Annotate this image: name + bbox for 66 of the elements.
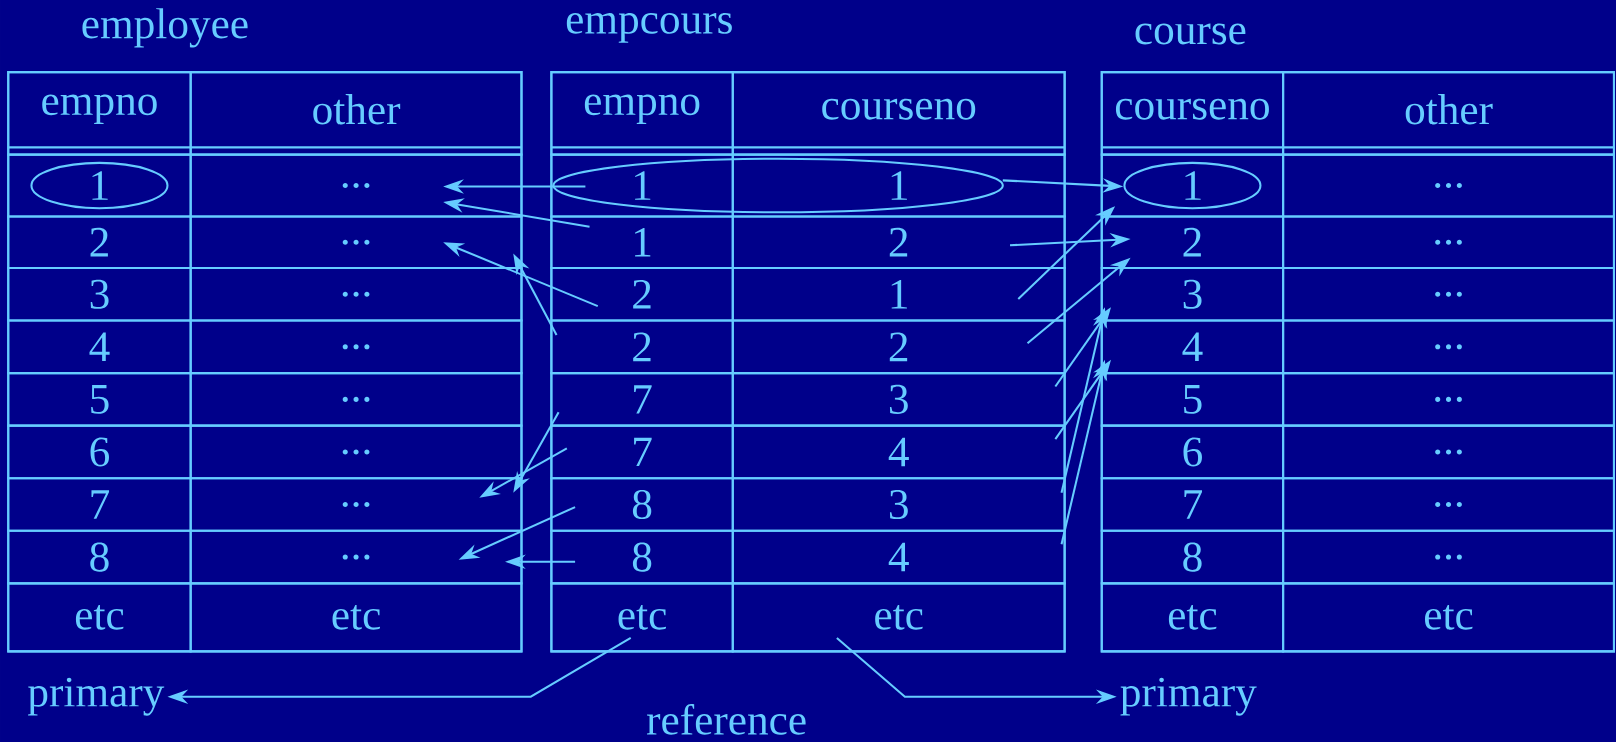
table-cell: etc bbox=[189, 582, 523, 653]
table-cell: ... bbox=[1282, 153, 1615, 218]
table-cell: 2 bbox=[731, 319, 1066, 375]
table-cell: etc bbox=[1282, 582, 1615, 653]
table-cell: 2 bbox=[550, 266, 734, 322]
table-cell: 3 bbox=[7, 266, 192, 322]
table-cell: 8 bbox=[7, 529, 192, 585]
table-title: course bbox=[1135, 23, 1246, 45]
table-cell: ... bbox=[189, 477, 523, 532]
table-cell: 4 bbox=[7, 319, 192, 375]
table-cell: 7 bbox=[1100, 477, 1285, 532]
key-label: primary bbox=[1120, 677, 1257, 716]
table-cell: 4 bbox=[731, 529, 1066, 585]
table-cell: ... bbox=[189, 153, 523, 218]
table-cell: 1 bbox=[550, 215, 734, 269]
table-cell: 3 bbox=[1100, 266, 1285, 322]
table-cell: 2 bbox=[7, 215, 192, 269]
table-cell: ... bbox=[1282, 215, 1615, 269]
table-cell: 1 bbox=[7, 153, 192, 218]
table-cell: ... bbox=[189, 319, 523, 375]
table-cell: courseno bbox=[731, 71, 1066, 156]
table-cell: ... bbox=[189, 372, 523, 427]
table-cell: other bbox=[189, 71, 523, 156]
table-cell: other bbox=[1282, 71, 1615, 156]
table-cell: 8 bbox=[550, 477, 734, 532]
table-cell: 3 bbox=[731, 372, 1066, 427]
table-cell: etc bbox=[550, 582, 734, 653]
table-cell: ... bbox=[1282, 266, 1615, 322]
table-cell: courseno bbox=[1100, 71, 1285, 156]
table-cell: etc bbox=[7, 582, 192, 653]
note-label: reference bbox=[647, 703, 806, 735]
table-cell: 5 bbox=[7, 372, 192, 427]
table-cell: ... bbox=[189, 424, 523, 480]
table-cell: etc bbox=[731, 582, 1066, 653]
table-cell: ... bbox=[1282, 372, 1615, 427]
table-cell: empno bbox=[550, 71, 734, 156]
table-cell: 3 bbox=[731, 477, 1066, 532]
table-cell: 7 bbox=[550, 372, 734, 427]
table-cell: 1 bbox=[550, 153, 734, 218]
table-cell: ... bbox=[1282, 424, 1615, 480]
key-label: primary bbox=[28, 677, 165, 716]
table-cell: 8 bbox=[1100, 529, 1285, 585]
table-cell: 6 bbox=[1100, 424, 1285, 480]
table-cell: ... bbox=[1282, 529, 1615, 585]
table-cell: 5 bbox=[1100, 372, 1285, 427]
table-cell: 2 bbox=[731, 215, 1066, 269]
table-cell: 8 bbox=[550, 529, 734, 585]
table-cell: 1 bbox=[731, 153, 1066, 218]
table-cell: 7 bbox=[7, 477, 192, 532]
table-cell: 2 bbox=[1100, 215, 1285, 269]
table-cell: ... bbox=[189, 215, 523, 269]
table-cell: etc bbox=[1100, 582, 1285, 653]
table-cell: ... bbox=[1282, 477, 1615, 532]
table-cell: 1 bbox=[731, 266, 1066, 322]
table-title: employee bbox=[82, 8, 248, 48]
table-cell: ... bbox=[189, 529, 523, 585]
table-cell: 4 bbox=[731, 424, 1066, 480]
table-cell: 7 bbox=[550, 424, 734, 480]
table-title: empcours bbox=[566, 13, 732, 43]
table-cell: 6 bbox=[7, 424, 192, 480]
table-cell: 2 bbox=[550, 319, 734, 375]
table-cell: ... bbox=[189, 266, 523, 322]
table-cell: 4 bbox=[1100, 319, 1285, 375]
table-cell: empno bbox=[7, 71, 192, 156]
table-cell: 1 bbox=[1100, 153, 1285, 218]
table-cell: ... bbox=[1282, 319, 1615, 375]
